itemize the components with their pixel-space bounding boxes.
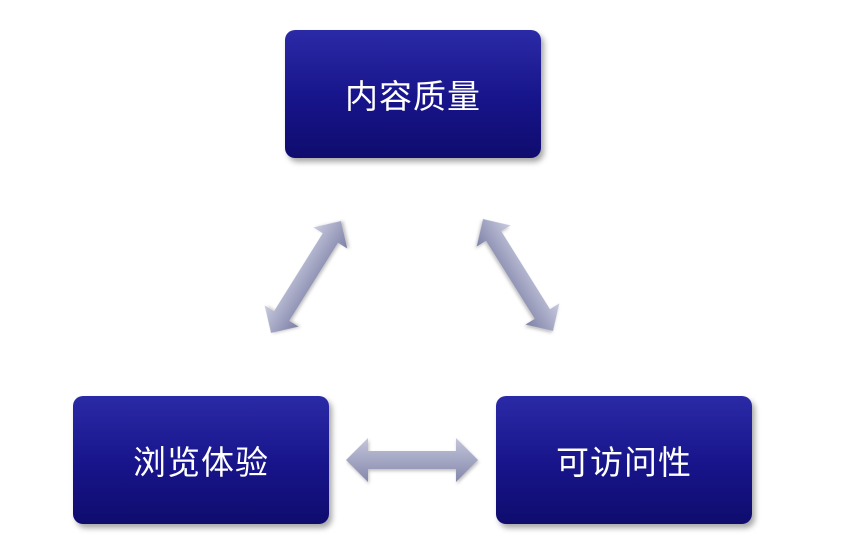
node-browsing-experience: 浏览体验 <box>73 396 329 524</box>
node-browsing-experience-label: 浏览体验 <box>133 443 269 482</box>
node-content-quality-label: 内容质量 <box>345 77 481 116</box>
arrow-left-right <box>346 438 478 482</box>
node-accessibility-label: 可访问性 <box>556 443 692 482</box>
node-content-quality: 内容质量 <box>285 30 541 158</box>
node-accessibility: 可访问性 <box>496 396 752 524</box>
arrow-top-left <box>264 221 348 333</box>
arrow-top-right <box>476 219 560 331</box>
